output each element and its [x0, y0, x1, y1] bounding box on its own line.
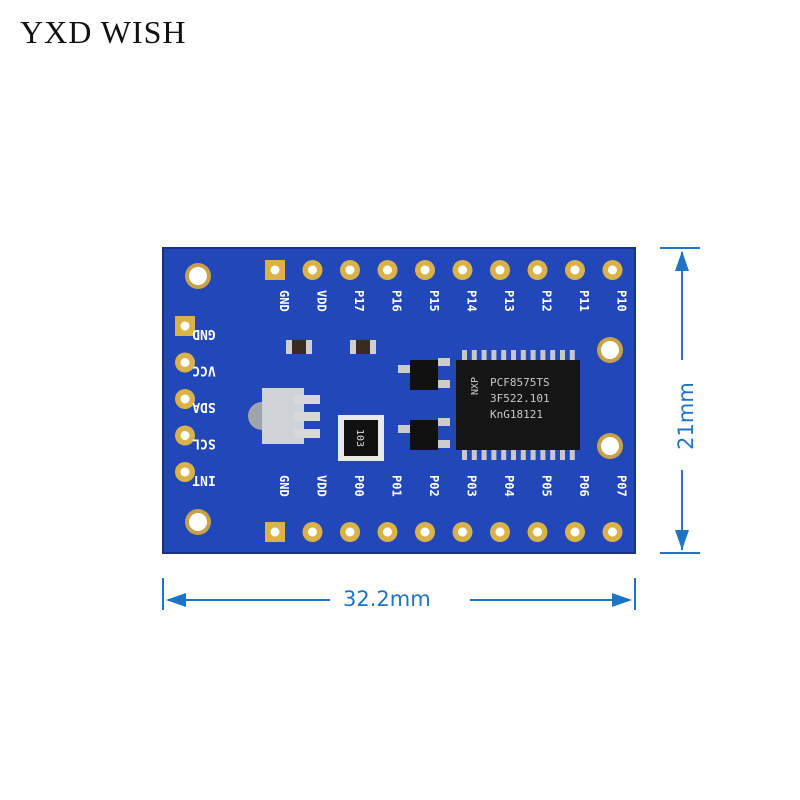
svg-text:PCF8575TS: PCF8575TS	[490, 376, 550, 389]
smd-capacitors	[286, 340, 376, 354]
resistor-array: 103	[338, 415, 384, 461]
transistors	[398, 358, 450, 450]
pin-label-bottom: P04	[502, 475, 516, 497]
pin-label-bottom: VDD	[315, 475, 329, 497]
svg-text:NXP: NXP	[470, 377, 481, 395]
pin-label-top: P10	[615, 290, 629, 312]
pin-label-top: P13	[502, 290, 516, 312]
height-dimension-label: 21mm	[673, 382, 698, 450]
pin-label-top: P11	[577, 290, 591, 312]
voltage-regulator	[248, 388, 320, 444]
pin-label-top: P12	[540, 290, 554, 312]
pin-label-bottom: P02	[427, 475, 441, 497]
pin-label-top: P16	[390, 290, 404, 312]
svg-text:103: 103	[354, 429, 365, 447]
main-ic-chip: NXP PCF8575TS 3F522.101 KnG18121	[456, 350, 580, 460]
top-pin-header: GND VDD P17 P16 P15 P14 P13 P12 P11 P10	[265, 260, 629, 312]
pin-label-bottom: P00	[352, 475, 366, 497]
brand-watermark: YXD WISH	[20, 14, 187, 50]
pin-label-bottom: P06	[577, 475, 591, 497]
bottom-pin-header: GND VDD P00 P01 P02 P03 P04 P05 P06 P07	[265, 475, 629, 542]
pin-label-top: P17	[352, 290, 366, 312]
pin-label-left: SCL	[192, 436, 216, 451]
width-dimension-label: 32.2mm	[343, 587, 431, 611]
pin-label-top: GND	[277, 290, 291, 312]
pin-label-left: SDA	[192, 399, 216, 414]
pin-label-bottom: P07	[615, 475, 629, 497]
height-dimension	[660, 247, 700, 554]
pin-label-top: VDD	[315, 290, 329, 312]
pin-label-bottom: P01	[390, 475, 404, 497]
pin-label-bottom: P03	[465, 475, 479, 497]
pin-label-left: VCC	[192, 363, 215, 378]
pin-label-top: P14	[465, 290, 479, 312]
mounting-holes	[185, 263, 623, 535]
pin-label-top: P15	[427, 290, 441, 312]
pin-label-bottom: P05	[540, 475, 554, 497]
pin-label-bottom: GND	[277, 475, 291, 497]
left-pin-header: GND VCC SDA SCL INT	[175, 316, 216, 487]
pin-label-left: INT	[192, 472, 216, 487]
svg-text:3F522.101: 3F522.101	[490, 392, 550, 405]
pin-label-left: GND	[192, 326, 216, 341]
width-dimension	[162, 578, 636, 610]
svg-text:KnG18121: KnG18121	[490, 408, 543, 421]
